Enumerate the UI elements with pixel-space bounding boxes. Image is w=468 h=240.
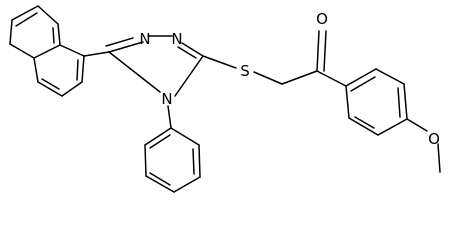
- methoxyphenyl-ring: [345, 68, 408, 136]
- nitrogen-atom-label: N: [161, 90, 172, 108]
- oxygen-atom-label: O: [316, 10, 328, 28]
- n-phenyl-bond: [167, 105, 172, 129]
- ch2-carbonyl-bond: [281, 70, 318, 85]
- oxygen-atom-label: O: [428, 130, 440, 148]
- aryl-o-bond: [406, 118, 428, 132]
- triazole-ring: [105, 35, 204, 97]
- sulfur-atom-label: S: [240, 62, 250, 80]
- naphthyl-triazole-bond: [83, 51, 110, 57]
- molecule-structure-diagram: N N N S O O: [9, 5, 441, 193]
- phenyl-ring: [144, 127, 201, 193]
- triazole-s-bond: [202, 55, 237, 69]
- o-methyl-bond: [437, 143, 441, 173]
- carbonyl-double-bond-a: [316, 30, 320, 72]
- nitrogen-atom-label: N: [139, 30, 150, 48]
- carbonyl-double-bond-b: [323, 30, 327, 72]
- s-ch2-bond: [253, 71, 283, 85]
- carbonyl-aryl-bond: [316, 70, 347, 87]
- nitrogen-atom-label: N: [171, 30, 182, 48]
- naphthalene-ring: [9, 5, 85, 97]
